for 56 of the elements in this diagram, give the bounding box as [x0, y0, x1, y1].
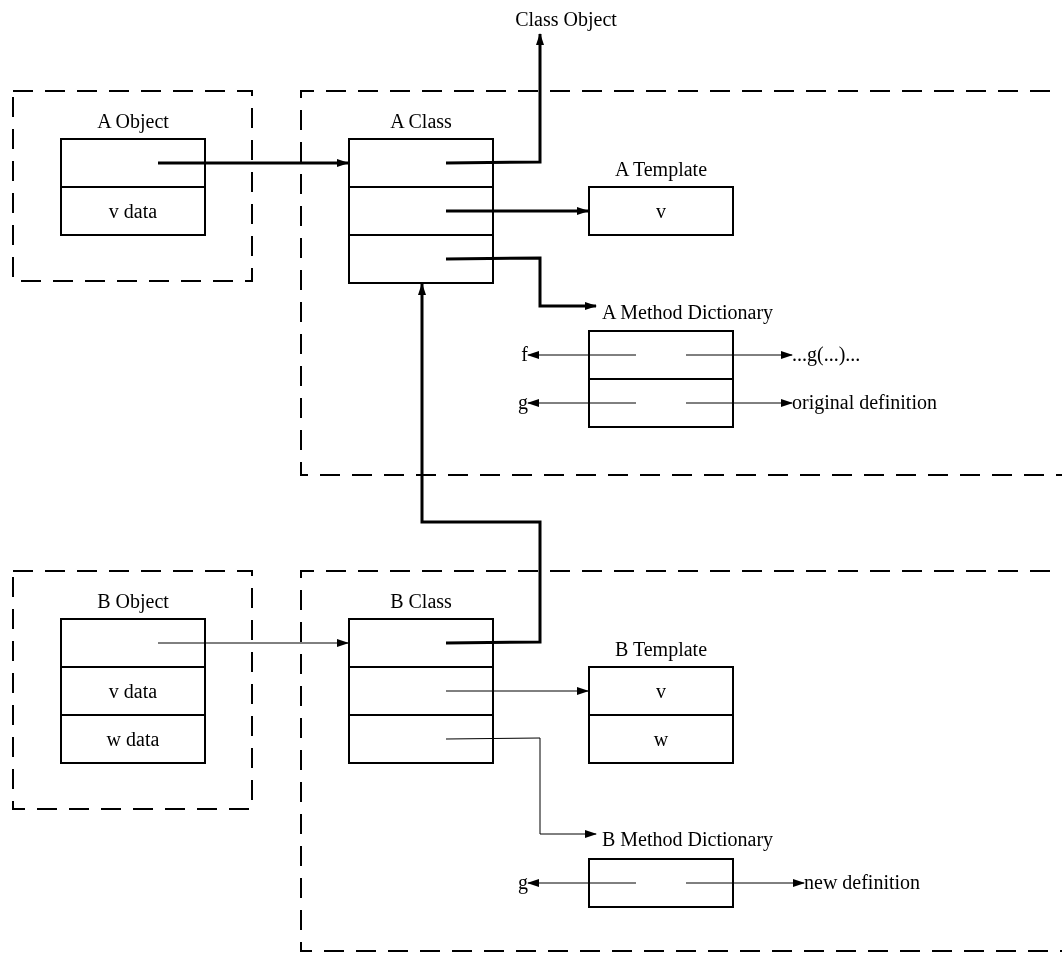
empty-cell — [348, 714, 494, 764]
arrow — [685, 399, 793, 407]
field-cell — [60, 666, 206, 716]
empty-cell — [348, 138, 494, 188]
record-title: A Method Dictionary — [602, 300, 774, 324]
empty-cell — [588, 378, 734, 428]
dashed-region — [12, 570, 253, 810]
empty-cell — [348, 666, 494, 716]
empty-cell — [348, 186, 494, 236]
record-title: B Object — [97, 589, 169, 613]
text-label: f — [496, 340, 528, 368]
empty-cell — [60, 138, 206, 188]
record-title: A Template — [614, 157, 708, 181]
field-cell — [588, 666, 734, 716]
empty-cell — [348, 618, 494, 668]
record-title: B Method Dictionary — [602, 827, 774, 851]
arrow — [685, 879, 805, 887]
arrow — [446, 256, 597, 310]
arrow — [446, 207, 589, 215]
empty-cell — [588, 330, 734, 380]
arrow — [446, 33, 544, 165]
arrow — [685, 351, 793, 359]
arrow — [157, 639, 349, 647]
record-title: B Class — [390, 589, 452, 613]
field-cell — [588, 186, 734, 236]
text-label: ...g(...)... — [792, 340, 922, 368]
arrow — [445, 737, 597, 838]
cell-text: v data — [108, 199, 158, 223]
arrow — [527, 399, 637, 407]
empty-cell — [60, 618, 206, 668]
cell-text: v — [656, 679, 666, 703]
field-cell — [588, 714, 734, 764]
dashed-region — [300, 90, 1062, 476]
record-title: A Object — [97, 109, 169, 133]
arrow — [158, 159, 349, 167]
empty-cell — [588, 858, 734, 908]
field-cell — [60, 714, 206, 764]
dashed-region — [12, 90, 253, 282]
text-label: g — [496, 868, 528, 896]
empty-cell — [348, 234, 494, 284]
text-label: original definition — [792, 388, 1012, 416]
text-label: g — [496, 388, 528, 416]
cell-text: w data — [106, 727, 160, 751]
arrow — [527, 879, 637, 887]
arrow — [418, 283, 542, 645]
text-label: Class Object — [480, 4, 652, 34]
cell-text: v data — [108, 679, 158, 703]
cell-text: v — [656, 199, 666, 223]
record-title: B Template — [614, 637, 708, 661]
dashed-region — [300, 570, 1062, 952]
record-title: A Class — [390, 109, 452, 133]
field-cell — [60, 186, 206, 236]
arrow — [445, 687, 589, 695]
cell-text: w — [653, 727, 669, 751]
text-label: new definition — [804, 868, 984, 896]
arrow — [527, 351, 637, 359]
